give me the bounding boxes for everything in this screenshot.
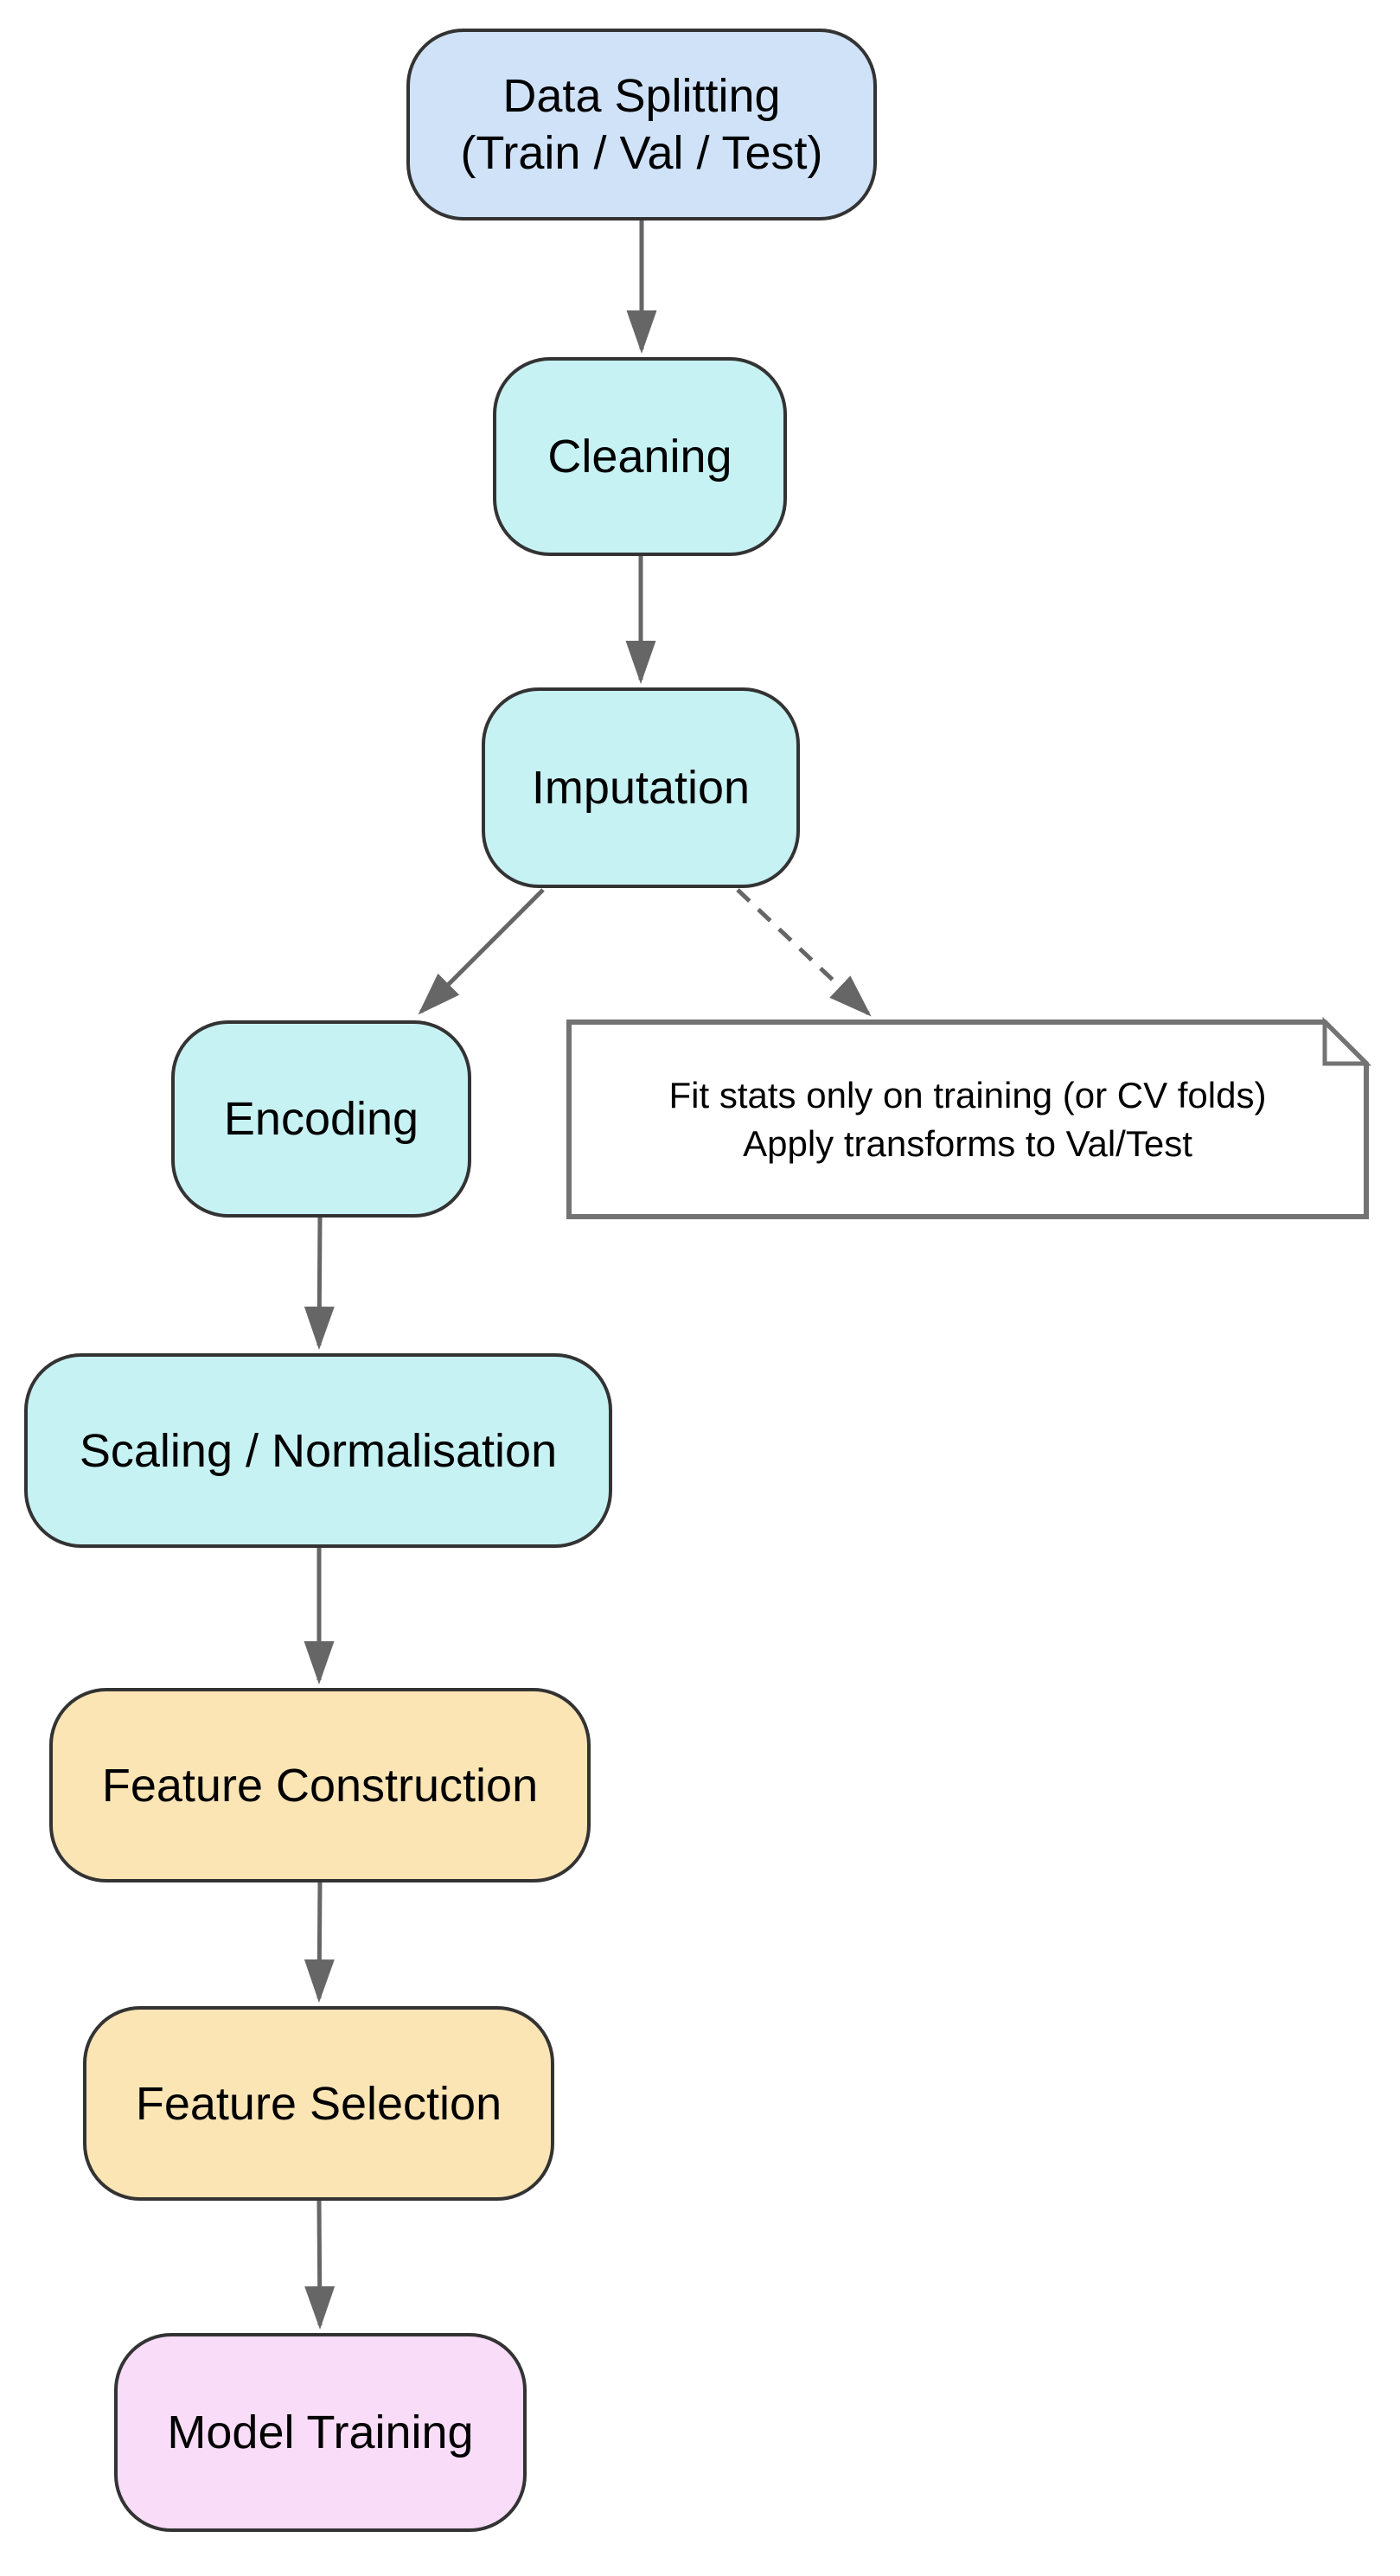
note-shape — [566, 1020, 1369, 1219]
node-cleaning-label: Cleaning — [547, 431, 732, 483]
node-cleaning: Cleaning — [493, 357, 787, 556]
node-imputation: Imputation — [482, 687, 800, 888]
node-imputation-label: Imputation — [531, 762, 751, 814]
arrow-feature-construction-to-feature-selection — [304, 1882, 335, 2003]
node-encoding-label: Encoding — [223, 1093, 419, 1145]
node-feature-selection: Feature Selection — [83, 2006, 554, 2201]
node-feature-selection-label: Feature Selection — [135, 2077, 502, 2130]
arrow-feature-selection-to-model-training — [304, 2200, 336, 2330]
node-feature-construction: Feature Construction — [49, 1688, 591, 1882]
node-scaling-normalisation: Scaling / Normalisation — [24, 1353, 612, 1548]
node-data-splitting-label-line1: Data Splitting — [502, 70, 781, 122]
node-model-training-label: Model Training — [167, 2407, 474, 2458]
note-line1: Fit stats only on training (or CV folds) — [668, 1074, 1267, 1115]
arrow-imputation-to-encoding — [418, 888, 545, 1015]
node-model-training: Model Training — [114, 2333, 527, 2532]
note-line2: Apply transforms to Val/Test — [743, 1122, 1192, 1164]
arrow-imputation-to-note — [736, 888, 872, 1017]
node-encoding: Encoding — [171, 1020, 471, 1218]
node-scaling-normalisation-label: Scaling / Normalisation — [79, 1424, 558, 1477]
arrow-encoding-to-scaling — [304, 1217, 335, 1350]
node-feature-construction-label: Feature Construction — [101, 1759, 539, 1812]
node-data-splitting-label-line2: (Train / Val / Test) — [460, 127, 823, 179]
node-data-splitting: Data Splitting (Train / Val / Test) — [406, 29, 877, 221]
note-leakage-warning: Fit stats only on training (or CV folds)… — [569, 1022, 1366, 1217]
note-fold-corner — [1322, 1016, 1372, 1066]
